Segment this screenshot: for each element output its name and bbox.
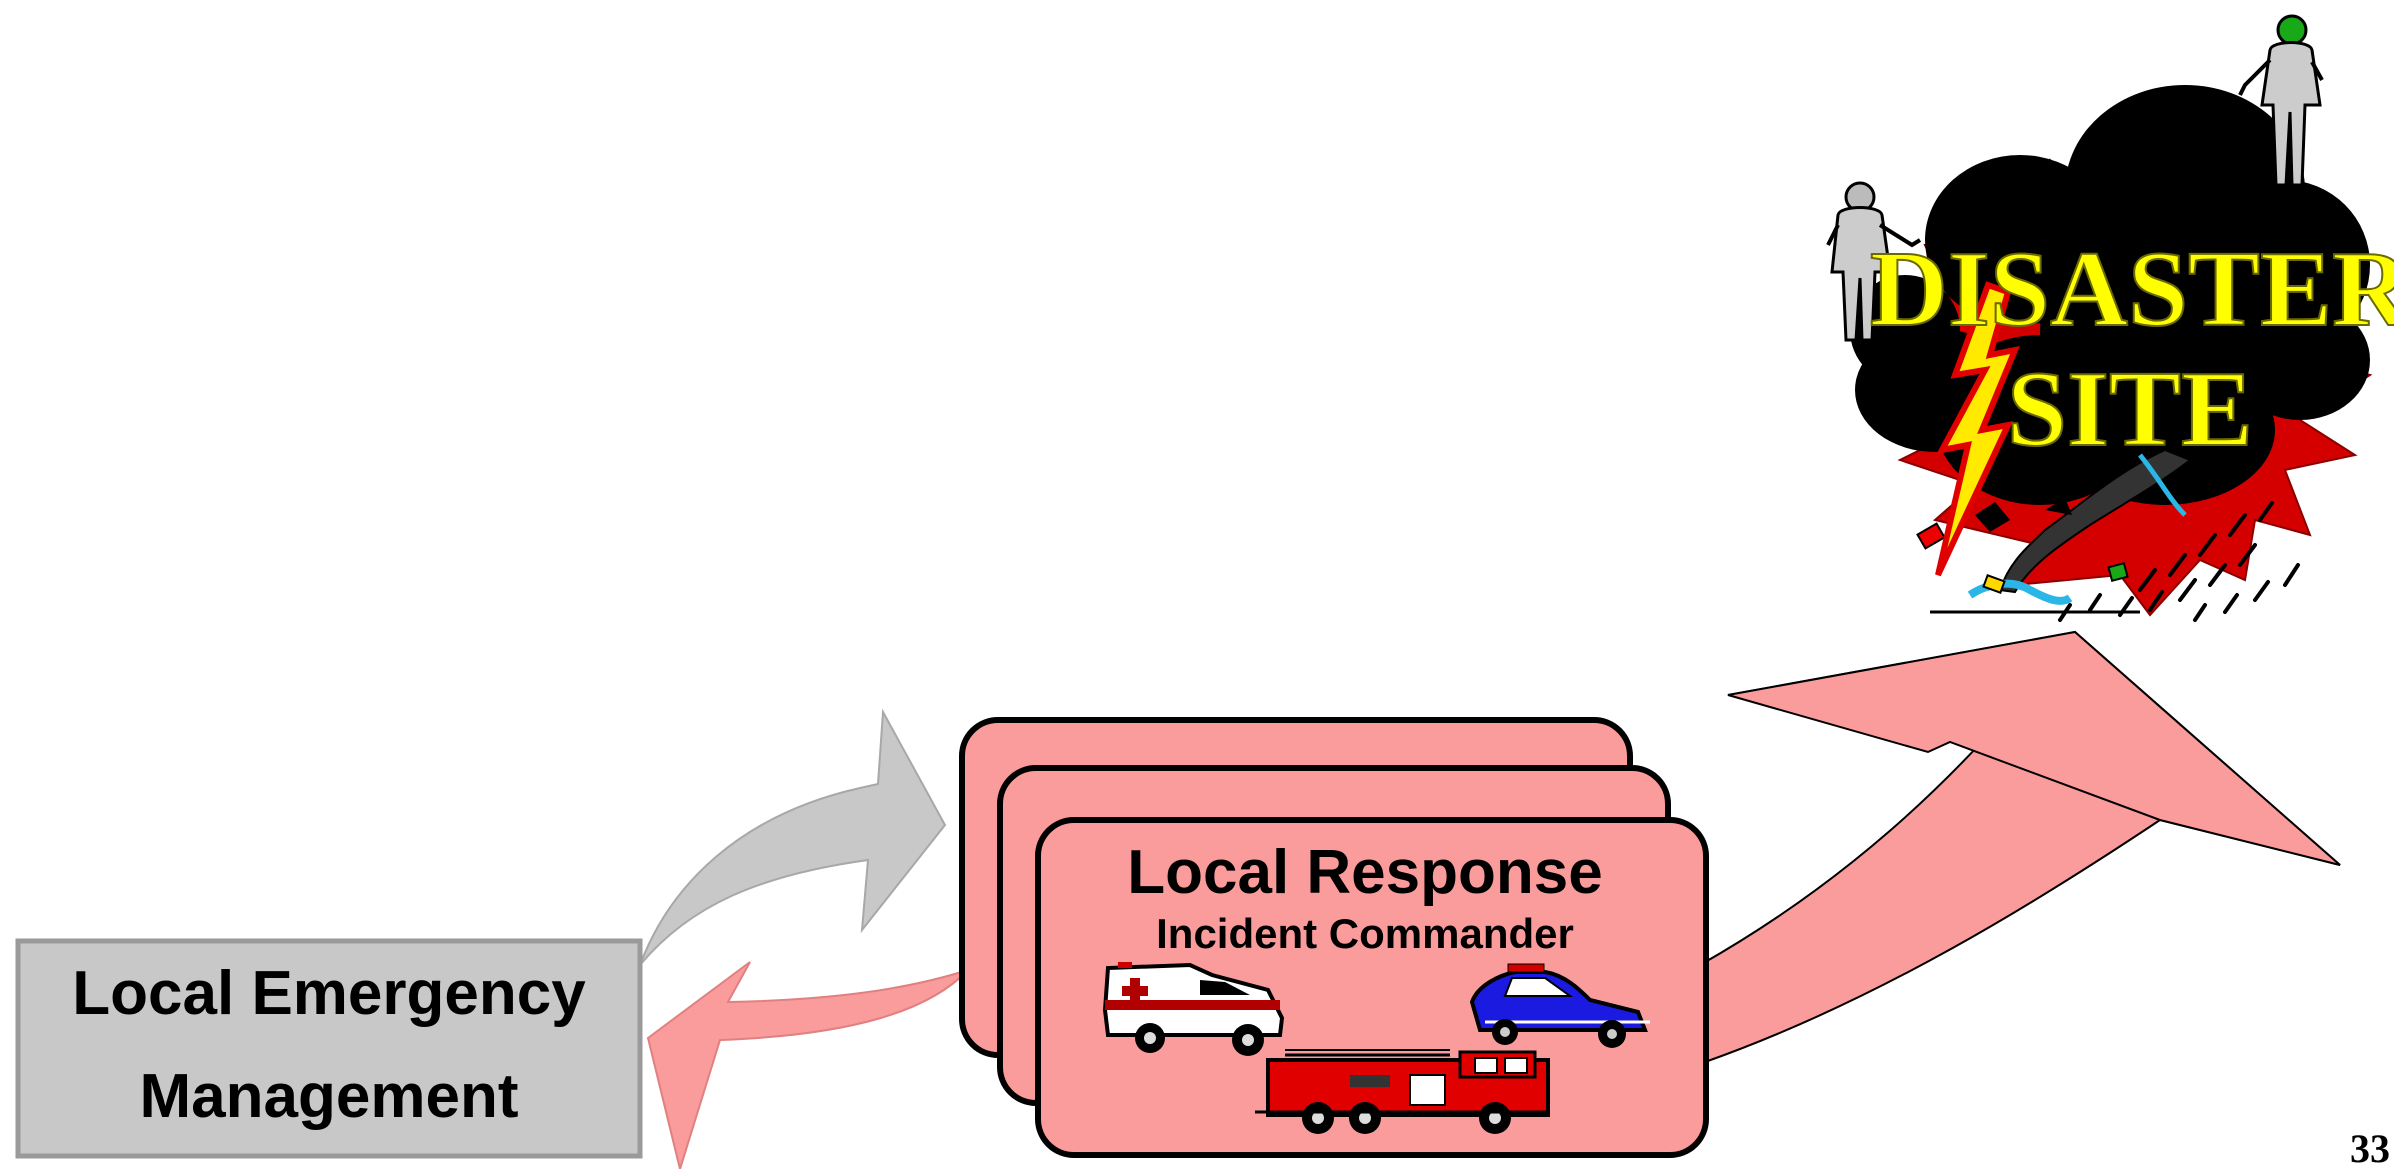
disaster-site-graphic: DISASTER SITE	[1828, 16, 2394, 620]
local-response-title: Local Response	[1127, 838, 1602, 907]
local-response-stack: Local Response Incident Commander	[962, 720, 1706, 1155]
page-number: 33	[2350, 1126, 2390, 1169]
disaster-site-line1: DISASTER	[1870, 230, 2394, 349]
local-emergency-management-box: Local Emergency Management	[18, 941, 640, 1156]
local-emergency-management-line2: Management	[140, 1062, 519, 1131]
disaster-site-line2: SITE	[2007, 350, 2253, 469]
arrow-to-local-response	[640, 712, 945, 965]
incident-commander-subtitle: Incident Commander	[1156, 910, 1574, 957]
local-emergency-management-line1: Local Emergency	[72, 959, 586, 1028]
arrow-to-local-emergency-management	[648, 962, 968, 1169]
